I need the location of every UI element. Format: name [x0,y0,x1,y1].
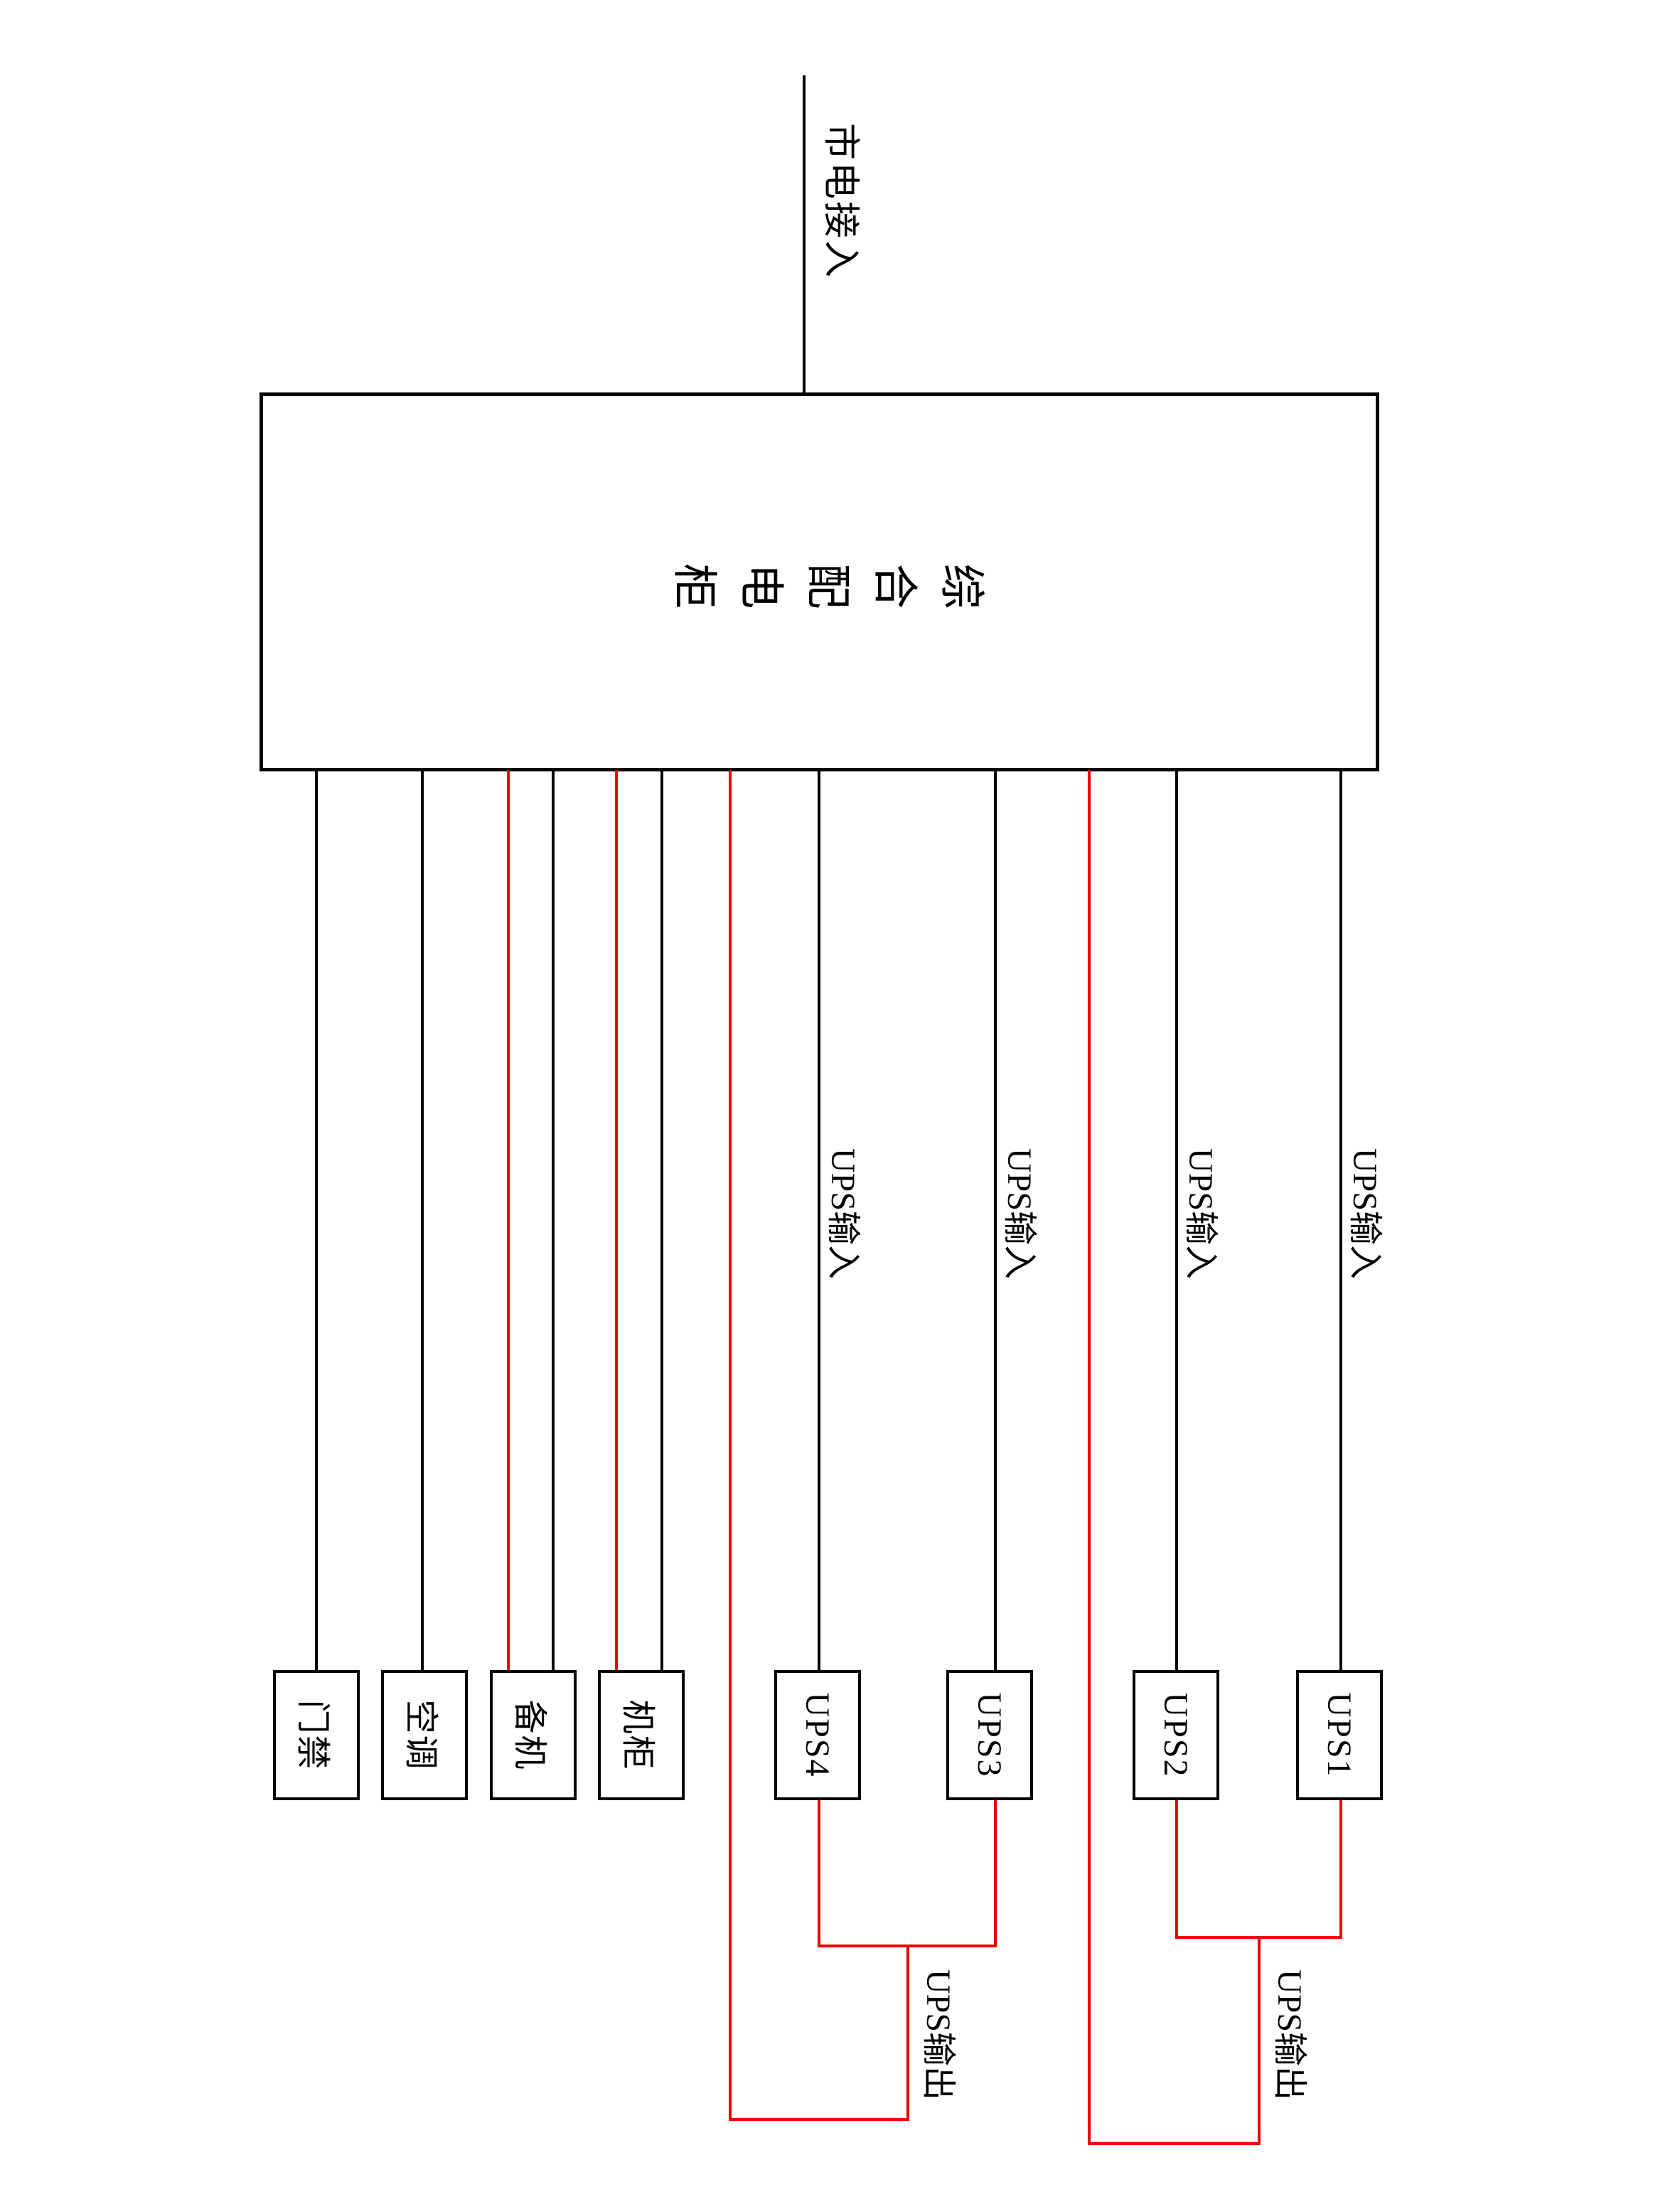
mains-input-label: 市电接入 [820,123,860,280]
load-box-kongtiao: 空调 [381,1670,468,1800]
ups34-output-rail [818,1945,997,1947]
load-box-ups1: UPS1 [1296,1670,1383,1800]
ups2-output-line [1175,1799,1178,1939]
ups12-output-bus-line [1088,770,1091,2145]
load-box-label-ups4: UPS4 [798,1692,837,1778]
ups4-input-label: UPS输入 [824,1148,862,1280]
ups1-output-line [1339,1799,1342,1939]
load-box-menjin: 门禁 [273,1670,360,1800]
ups3-input-label: UPS输入 [1000,1148,1038,1280]
feed-ups1-line [1339,770,1342,1672]
load-box-label-beiji: 备机 [510,1699,548,1771]
load-box-label-ups2: UPS2 [1157,1692,1195,1778]
ups12-output-rail [1175,1936,1342,1939]
ups4-output-line [818,1799,820,1947]
load-box-ups2: UPS2 [1133,1670,1219,1800]
load-box-label-kongtiao: 空调 [402,1699,439,1771]
feed-jigui-line [660,770,663,1672]
ups2-input-label: UPS输入 [1182,1148,1219,1280]
ups34-output-label: UPS输出 [919,1969,957,2101]
ups34-output-drop-line [906,1945,909,2121]
load-box-ups4: UPS4 [774,1670,861,1800]
ups3-output-line [994,1799,997,1947]
distribution-cabinet-label: 综合配电柜 [652,557,987,608]
load-box-jigui: 机柜 [598,1670,685,1800]
feed-ups4-line [818,770,820,1672]
feed-kongtiao-line [421,770,424,1672]
feed-menjin-line [315,770,318,1672]
ups34-output-bus-line [729,770,732,2121]
ups12-output-bus-end [1088,2142,1261,2145]
ups-power-jigui-line [615,770,618,1672]
load-box-label-menjin: 门禁 [294,1699,331,1771]
load-box-label-jigui: 机柜 [619,1699,656,1771]
feed-beiji-line [552,770,555,1672]
ups34-output-bus-end [729,2118,909,2121]
feed-ups3-line [994,770,997,1672]
mains-input-line [803,75,806,394]
ups-power-beiji-line [507,770,510,1672]
load-box-beiji: 备机 [490,1670,577,1800]
ups12-output-drop-line [1258,1936,1261,2145]
ups1-input-label: UPS输入 [1346,1148,1384,1280]
distribution-cabinet-box: 综合配电柜 [260,392,1379,771]
feed-ups2-line [1175,770,1178,1672]
load-box-label-ups3: UPS3 [970,1692,1009,1778]
load-box-label-ups1: UPS1 [1320,1692,1359,1778]
ups12-output-label: UPS输出 [1270,1969,1308,2101]
load-box-ups3: UPS3 [946,1670,1033,1800]
